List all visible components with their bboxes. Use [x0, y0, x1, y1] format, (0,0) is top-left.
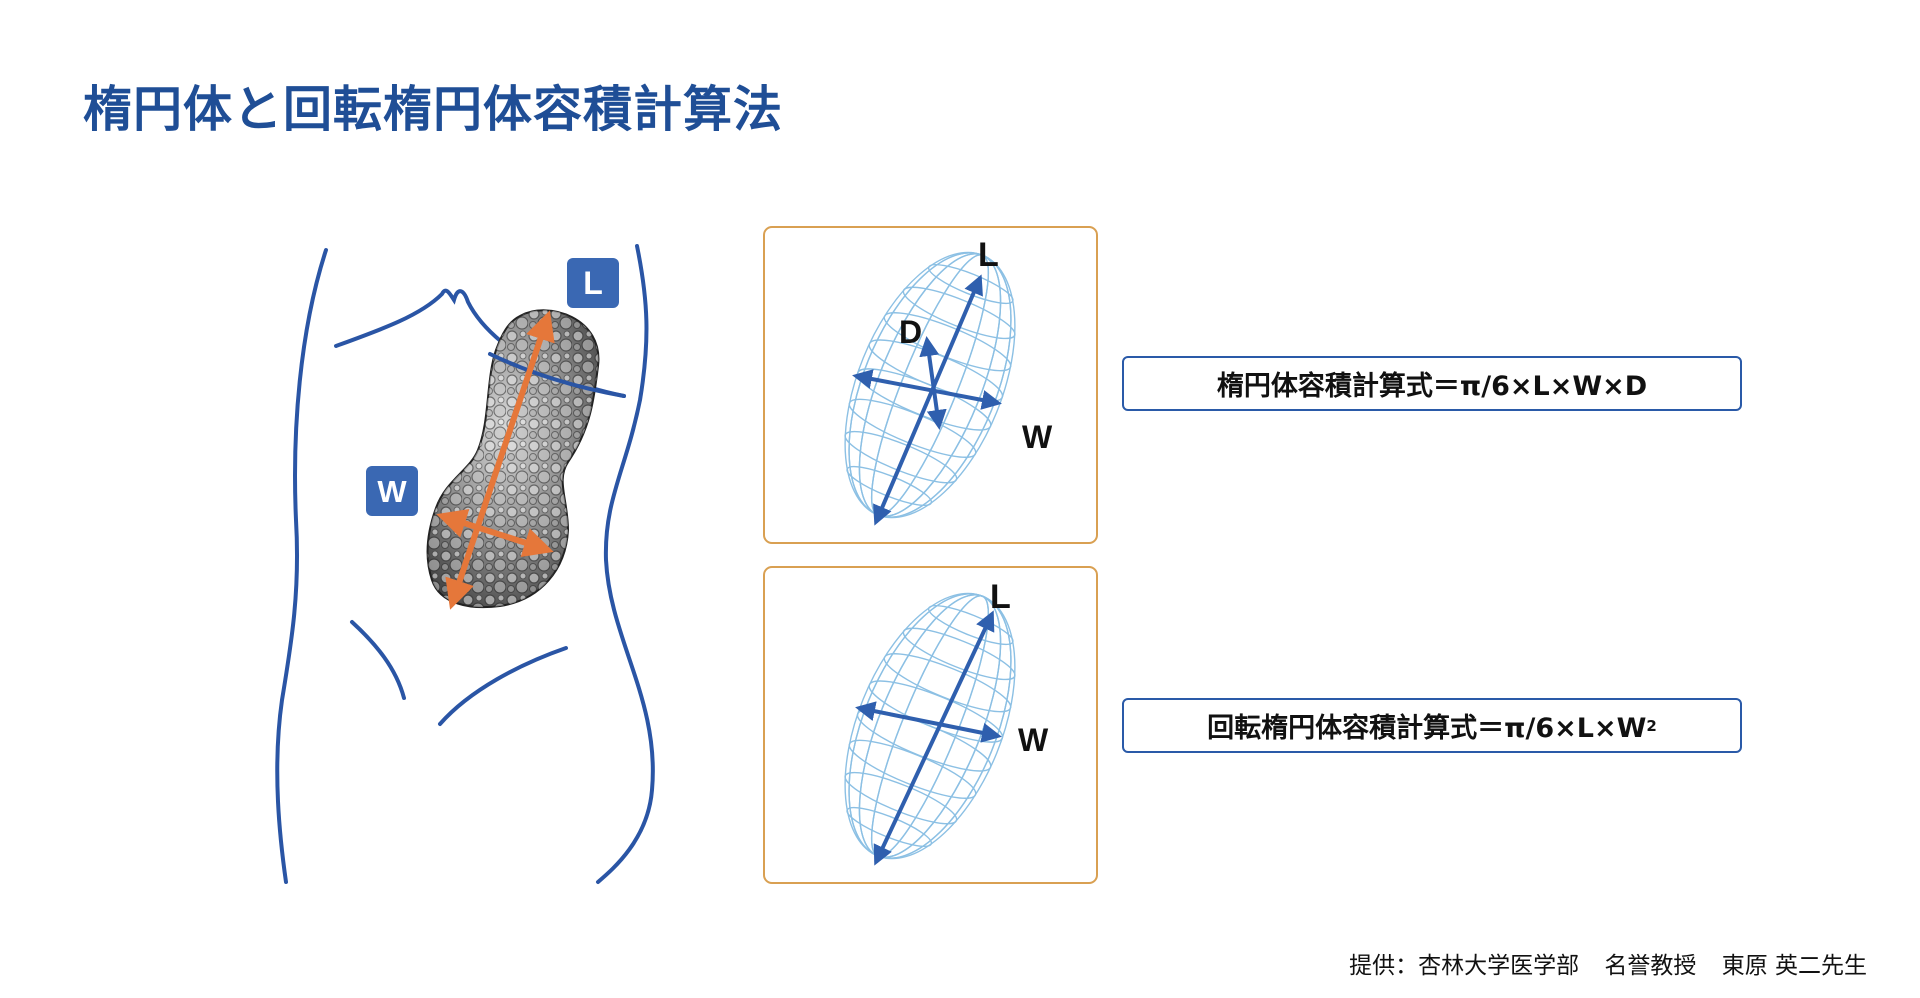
ellipsoid-panel: L D W — [763, 226, 1098, 544]
badge-L: L — [567, 258, 619, 308]
ellipsoid-L-label: L — [978, 236, 999, 274]
hip-line-right — [438, 646, 568, 726]
spheroid-panel: L W — [763, 566, 1098, 884]
badge-L-text: L — [583, 265, 603, 301]
spheroid-W-axis — [855, 701, 1002, 743]
kidney-3d-image — [426, 309, 600, 609]
badge-W: W — [366, 466, 418, 516]
spheroid-formula-text: 回転楕円体容積計算式＝π/6×L×W — [1207, 713, 1647, 744]
credit-provider: 提供：杏林大学医学部 — [1349, 953, 1580, 979]
ellipsoid-D-label: D — [899, 314, 922, 350]
credit-name: 東原 英二先生 — [1721, 953, 1867, 979]
ellipsoid-formula-text: 楕円体容積計算式＝π/6×L×W×D — [1216, 371, 1648, 402]
hip-line-left — [350, 620, 406, 700]
spheroid-formula-exponent: 2 — [1646, 716, 1657, 735]
torso-right-edge — [596, 244, 655, 884]
spheroid-W-label: W — [1018, 722, 1049, 758]
page-title: 楕円体と回転楕円体容積計算法 — [83, 81, 784, 138]
ellipsoid-W-label: W — [1022, 419, 1053, 455]
credit-line: 提供：杏林大学医学部 名誉教授 東原 英二先生 — [1349, 946, 1867, 980]
credit-position: 名誉教授 — [1604, 953, 1697, 979]
ellipsoid-D-axis — [919, 336, 947, 430]
torso-left-edge — [275, 248, 328, 884]
ellipsoid-formula-box: 楕円体容積計算式＝π/6×L×W×D — [1122, 356, 1742, 411]
spheroid-L-label: L — [990, 578, 1011, 616]
badge-W-text: W — [377, 474, 407, 509]
kidney-width-arrow — [436, 509, 554, 557]
